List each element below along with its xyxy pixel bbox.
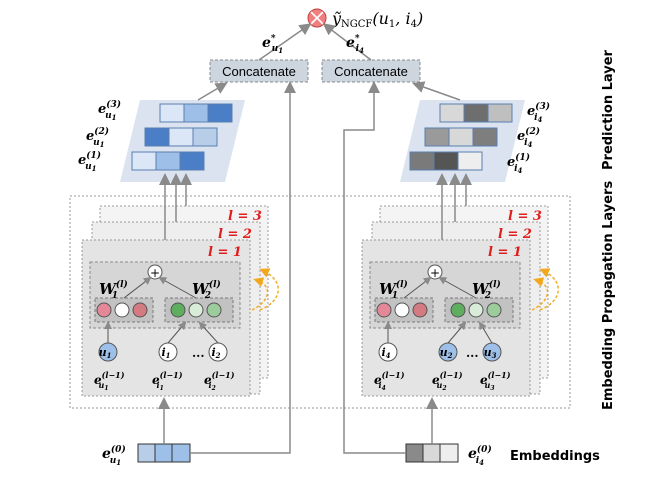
svg-text:e(l−1)u1: e(l−1)u1 bbox=[94, 370, 125, 392]
right-plus-node bbox=[427, 264, 443, 280]
right-w1: W(l)1 bbox=[379, 279, 408, 301]
right-tag-l2: l = 2 bbox=[498, 227, 532, 242]
concat-right-label: Concatenate bbox=[334, 64, 408, 79]
embeddings-label: Embeddings bbox=[510, 449, 600, 464]
left-ellipsis: ... bbox=[192, 346, 205, 360]
right-propagation: + W(l)1 W(l)2 i4 u2 ... u3 e(l−1)i4 e(l−… bbox=[361, 205, 549, 397]
right-embedding: e(0)i4 bbox=[405, 443, 492, 467]
left-stack-label-2: e(2)u1 bbox=[86, 126, 109, 149]
output-label: ỹNGCF(u1, i4) bbox=[331, 9, 423, 30]
left-propagation: + W(l)1 W(l)2 u1 i1 ... i2 e(l−1)u1 e(l−… bbox=[81, 205, 269, 397]
left-feedback-2 bbox=[259, 268, 279, 311]
svg-text:e(l−1)i2: e(l−1)i2 bbox=[204, 370, 235, 392]
concat-input-left: e*u1 bbox=[262, 34, 283, 55]
svg-text:i1: i1 bbox=[161, 346, 170, 360]
svg-text:e*u1: e*u1 bbox=[262, 34, 283, 55]
svg-text:e(0)i4: e(0)i4 bbox=[468, 444, 492, 467]
svg-text:e(0)u1: e(0)u1 bbox=[102, 444, 126, 467]
left-embedding: e(0)u1 bbox=[102, 443, 191, 467]
svg-text:i4: i4 bbox=[381, 346, 390, 360]
concat-left-label: Concatenate bbox=[222, 64, 296, 79]
svg-text:e*i4: e*i4 bbox=[346, 34, 364, 55]
svg-text:i2: i2 bbox=[211, 346, 220, 360]
left-stack-labels: e(3)u1 e(2)u1 e(1)u1 bbox=[78, 99, 121, 173]
left-w2: W(l)2 bbox=[192, 279, 221, 301]
svg-text:u1: u1 bbox=[99, 346, 112, 360]
propagation-layer-label: Embedding Propagation Layers bbox=[601, 181, 616, 410]
left-w1: W(l)1 bbox=[99, 279, 128, 301]
right-feedback-2 bbox=[539, 268, 559, 311]
svg-text:e(l−1)i4: e(l−1)i4 bbox=[374, 370, 405, 392]
left-plus-glyph: + bbox=[150, 266, 160, 280]
left-stack-label-1: e(1)u1 bbox=[78, 150, 101, 173]
right-stack-label-1: e(1)i4 bbox=[507, 152, 530, 175]
prediction-layer-label: Prediction Layer bbox=[601, 49, 616, 170]
right-tag-l3: l = 3 bbox=[508, 209, 542, 224]
concat-right: Concatenate bbox=[321, 59, 421, 83]
svg-text:e(l−1)u2: e(l−1)u2 bbox=[432, 370, 463, 392]
svg-text:u3: u3 bbox=[484, 346, 497, 360]
propagation-outer-box bbox=[69, 195, 571, 409]
svg-text:e(l−1)i1: e(l−1)i1 bbox=[152, 370, 183, 392]
concat-input-right: e*i4 bbox=[346, 34, 364, 55]
right-tag-l1: l = 1 bbox=[488, 245, 522, 260]
left-tag-l2: l = 2 bbox=[218, 227, 252, 242]
right-ellipsis: ... bbox=[466, 346, 479, 360]
output-node bbox=[307, 8, 327, 28]
svg-text:u2: u2 bbox=[440, 346, 453, 360]
svg-text:e(l−1)u3: e(l−1)u3 bbox=[480, 370, 511, 392]
left-tag-l3: l = 3 bbox=[228, 209, 262, 224]
right-stack-labels: e(3)i4 e(2)i4 e(1)i4 bbox=[507, 101, 550, 175]
concat-left: Concatenate bbox=[209, 59, 309, 83]
left-tag-l1: l = 1 bbox=[208, 245, 242, 260]
right-stack-label-2: e(2)i4 bbox=[517, 126, 540, 149]
left-stack-label-3: e(3)u1 bbox=[98, 99, 121, 122]
right-plus-glyph: + bbox=[430, 266, 440, 280]
left-stack bbox=[120, 100, 245, 182]
right-stack-label-3: e(3)i4 bbox=[527, 101, 550, 124]
right-w2: W(l)2 bbox=[472, 279, 501, 301]
left-plus-node bbox=[147, 264, 163, 280]
right-stack bbox=[400, 100, 525, 182]
